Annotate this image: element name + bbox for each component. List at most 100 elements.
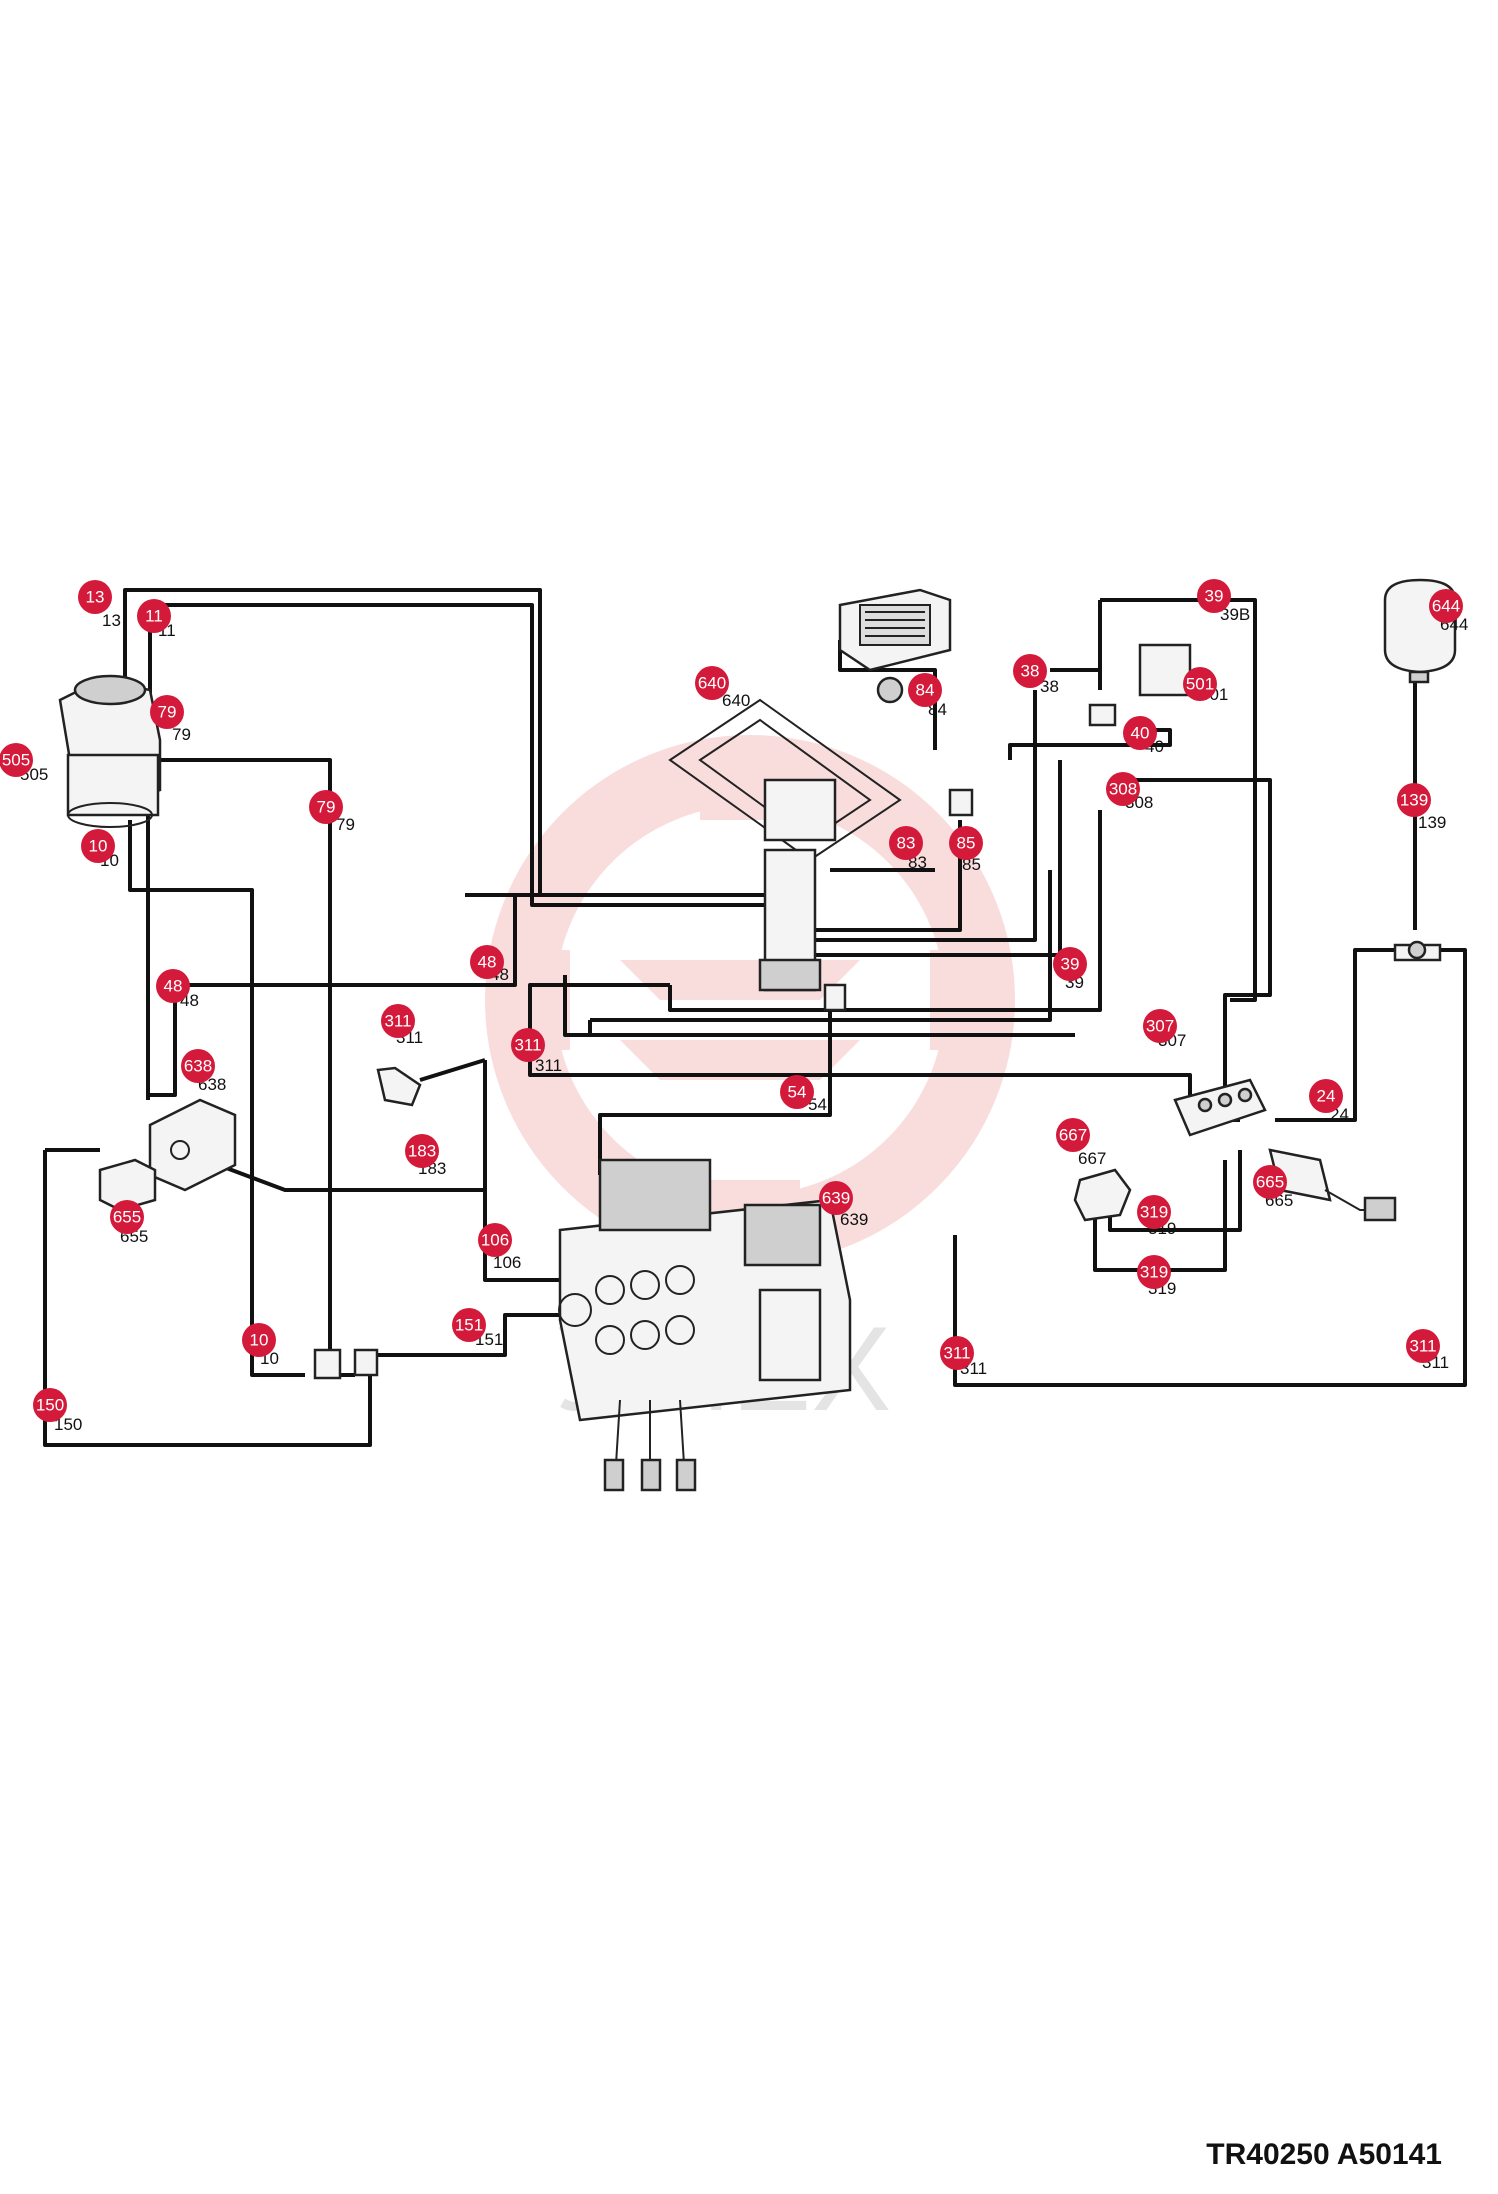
callout-10[interactable]: 10	[242, 1323, 276, 1357]
svg-text:665: 665	[1256, 1173, 1284, 1192]
callout-665[interactable]: 665	[1253, 1165, 1287, 1199]
callout-307[interactable]: 307	[1143, 1009, 1177, 1043]
steering-unit	[58, 674, 162, 828]
plain-label: 79	[172, 725, 191, 744]
callout-13[interactable]: 13	[78, 580, 112, 614]
callout-39[interactable]: 39	[1197, 579, 1231, 613]
svg-text:311: 311	[384, 1012, 411, 1031]
svg-text:640: 640	[698, 674, 726, 693]
svg-text:667: 667	[1059, 1126, 1087, 1145]
svg-text:501: 501	[1186, 675, 1214, 694]
svg-text:39: 39	[1205, 587, 1224, 606]
svg-text:11: 11	[145, 607, 163, 626]
svg-text:183: 183	[408, 1142, 436, 1161]
callout-640[interactable]: 640	[695, 666, 729, 700]
callouts: 13 11 79 505 10 79 640 84 83 85 38 39 50…	[0, 579, 1463, 1422]
callout-54[interactable]: 54	[780, 1075, 814, 1109]
svg-text:10: 10	[250, 1331, 269, 1350]
plain-label: 639	[840, 1210, 868, 1229]
svg-text:13: 13	[86, 588, 105, 607]
callout-150[interactable]: 150	[33, 1388, 67, 1422]
svg-text:151: 151	[455, 1316, 483, 1335]
svg-text:85: 85	[957, 834, 976, 853]
oil-cooler	[838, 588, 952, 704]
main-control-valve	[558, 1158, 852, 1492]
manifold-638	[148, 1098, 237, 1192]
svg-text:505: 505	[2, 751, 30, 770]
callout-319[interactable]: 319	[1137, 1195, 1171, 1229]
svg-text:307: 307	[1146, 1017, 1174, 1036]
callout-638[interactable]: 638	[181, 1049, 215, 1083]
callout-79[interactable]: 79	[309, 790, 343, 824]
svg-text:106: 106	[481, 1231, 509, 1250]
plain-label: 79	[336, 815, 355, 834]
callout-10[interactable]: 10	[81, 829, 115, 863]
callout-505[interactable]: 505	[0, 743, 33, 777]
callout-655[interactable]: 655	[110, 1200, 144, 1234]
callout-183[interactable]: 183	[405, 1134, 439, 1168]
svg-text:639: 639	[822, 1189, 850, 1208]
svg-text:311: 311	[943, 1344, 970, 1363]
callout-38[interactable]: 38	[1013, 654, 1047, 688]
svg-text:38: 38	[1021, 662, 1040, 681]
svg-text:655: 655	[113, 1208, 141, 1227]
callout-24[interactable]: 24	[1309, 1079, 1343, 1113]
valve-block-655	[98, 1158, 157, 1212]
callout-39[interactable]: 39	[1053, 947, 1087, 981]
callout-639[interactable]: 639	[819, 1181, 853, 1215]
svg-text:311: 311	[1409, 1337, 1436, 1356]
callout-48[interactable]: 48	[470, 945, 504, 979]
svg-text:79: 79	[317, 798, 336, 817]
callout-139[interactable]: 139	[1397, 783, 1431, 817]
callout-83[interactable]: 83	[889, 826, 923, 860]
central-valve-frame	[668, 698, 902, 992]
svg-text:84: 84	[916, 681, 935, 700]
svg-text:638: 638	[184, 1057, 212, 1076]
svg-text:319: 319	[1140, 1263, 1168, 1282]
t-connector-right	[1393, 940, 1442, 962]
callout-40[interactable]: 40	[1123, 716, 1157, 750]
callout-311[interactable]: 311	[381, 1004, 415, 1038]
svg-text:39: 39	[1061, 955, 1080, 974]
callout-151[interactable]: 151	[452, 1308, 486, 1342]
plain-label: 54	[808, 1095, 827, 1114]
callout-667[interactable]: 667	[1056, 1118, 1090, 1152]
plain-label: 150	[54, 1415, 82, 1434]
fitting-40	[1088, 703, 1117, 727]
svg-text:79: 79	[158, 703, 177, 722]
svg-text:48: 48	[164, 977, 183, 996]
callout-308[interactable]: 308	[1106, 772, 1140, 806]
pressure-switch-667	[1073, 1168, 1132, 1222]
svg-text:644: 644	[1432, 597, 1460, 616]
distributor-307	[1173, 1078, 1267, 1137]
svg-text:48: 48	[478, 953, 497, 972]
callout-311[interactable]: 311	[940, 1336, 974, 1370]
callout-84[interactable]: 84	[908, 673, 942, 707]
callout-311[interactable]: 311	[511, 1028, 545, 1062]
hydraulic-lines	[43, 588, 1467, 1447]
plain-label: 39B	[1220, 605, 1250, 624]
callout-311[interactable]: 311	[1406, 1329, 1440, 1363]
svg-text:150: 150	[36, 1396, 64, 1415]
fitting-54	[823, 983, 847, 1012]
callout-85[interactable]: 85	[949, 826, 983, 860]
svg-text:83: 83	[897, 834, 916, 853]
plain-label: 139	[1418, 813, 1446, 832]
fitting-85	[948, 788, 974, 817]
fitting-311-183	[376, 1066, 422, 1107]
plain-label: 13	[102, 611, 121, 630]
plain-label: 640	[722, 691, 750, 710]
callout-48[interactable]: 48	[156, 969, 190, 1003]
svg-text:319: 319	[1140, 1203, 1168, 1222]
callout-319[interactable]: 319	[1137, 1255, 1171, 1289]
callout-11[interactable]: 11	[137, 599, 171, 633]
callout-79[interactable]: 79	[150, 695, 184, 729]
callout-501[interactable]: 501	[1183, 667, 1217, 701]
callout-644[interactable]: 644	[1429, 589, 1463, 623]
svg-text:308: 308	[1109, 780, 1137, 799]
valve-501	[1138, 643, 1192, 697]
svg-text:139: 139	[1400, 791, 1428, 810]
tee-fitting-10	[313, 1348, 379, 1380]
callout-106[interactable]: 106	[478, 1223, 512, 1257]
